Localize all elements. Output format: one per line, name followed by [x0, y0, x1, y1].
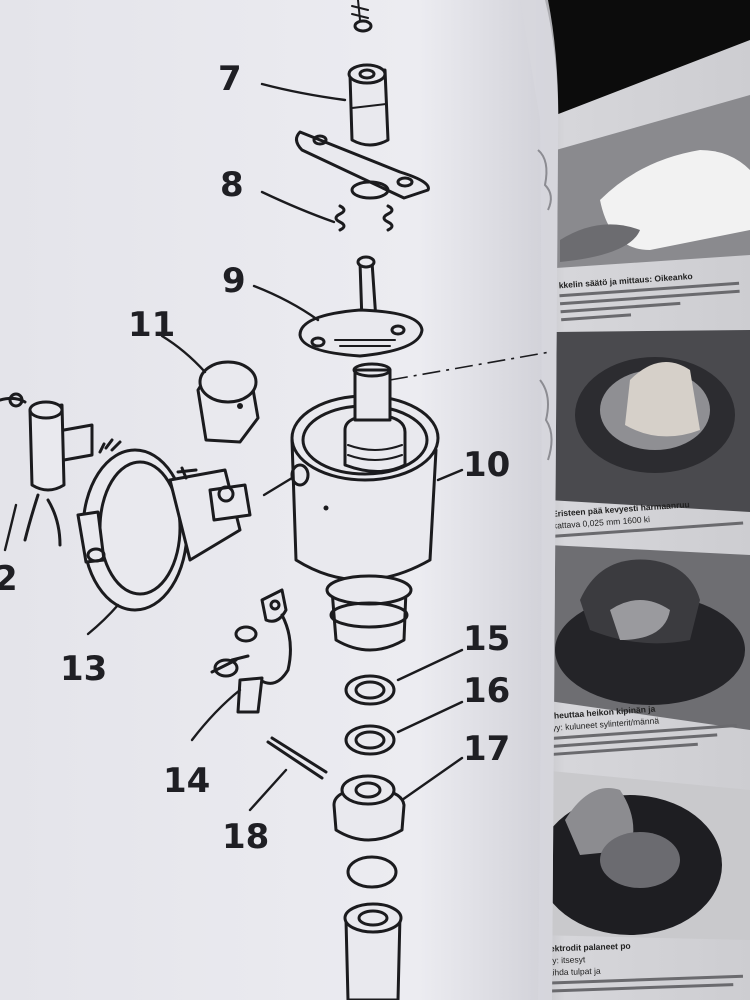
part-15-washer: [344, 674, 396, 706]
leader-lines: [3, 82, 464, 812]
lower-ring: [346, 855, 398, 889]
right-page-captions-3: Aiheuttaa heikon kipinän ja Syy: kulunee…: [545, 704, 737, 757]
lower-tube: [343, 902, 403, 1000]
part-2-connector: [0, 392, 94, 547]
part-14-clip: [210, 588, 292, 714]
label-2: 2: [0, 559, 18, 599]
part-13-vacuum-unit: [76, 438, 252, 612]
label-9: 9: [222, 261, 246, 301]
part-9-rotor-plate: [298, 255, 424, 358]
right-page: [532, 40, 750, 1000]
label-17: 17: [463, 729, 510, 769]
part-16-washer: [344, 724, 396, 756]
label-11: 11: [128, 305, 175, 345]
label-7: 7: [218, 59, 242, 99]
caption-6: Elektrodit palaneet po: [542, 941, 631, 954]
part-17-flange: [332, 774, 406, 842]
label-16: 16: [463, 671, 510, 711]
left-page: [0, 0, 559, 1000]
part-7-bracket: [295, 0, 430, 200]
right-page-captions-4: Elektrodit palaneet po Syy: itsesyt Vaih…: [542, 941, 744, 993]
label-14: 14: [163, 761, 210, 801]
label-8: 8: [220, 165, 244, 205]
right-page-photos: [536, 95, 750, 940]
part-8-springs: [334, 204, 394, 232]
axis-line: [389, 351, 551, 381]
label-10: 10: [463, 445, 510, 485]
part-18-pin: [266, 740, 324, 780]
sketch-bleed: [537, 149, 552, 211]
part-11-cap: [196, 360, 260, 444]
part-10-distributor-body: [290, 362, 440, 652]
label-13: 13: [60, 649, 107, 689]
caption-7: Syy: itsesyt: [542, 954, 586, 966]
label-15: 15: [463, 619, 510, 659]
caption-8: Vaihda tulpat ja: [543, 966, 602, 978]
label-18: 18: [222, 817, 269, 857]
